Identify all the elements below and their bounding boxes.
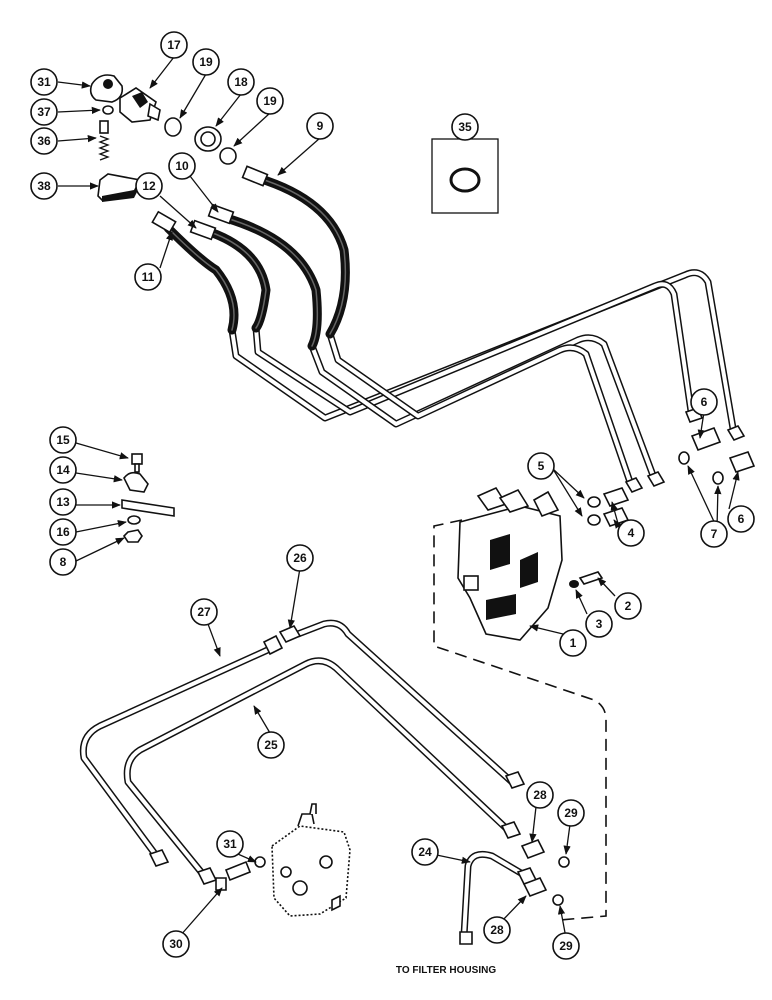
svg-text:6: 6 — [738, 512, 745, 526]
callout-14: 15 — [49, 426, 77, 454]
callout-28b: 28 — [483, 916, 511, 944]
callout-27: 27 — [190, 598, 218, 626]
callout-36: 31 — [30, 68, 58, 96]
callout-6a: 6 — [690, 388, 718, 416]
callout-3: 3 — [585, 610, 613, 638]
svg-text:37: 37 — [37, 105, 51, 119]
callout-17: 17 — [160, 31, 188, 59]
svg-text:28: 28 — [490, 923, 504, 937]
clamp-parts — [121, 453, 175, 543]
svg-text:9: 9 — [317, 119, 324, 133]
svg-text:18: 18 — [234, 75, 248, 89]
svg-text:7: 7 — [711, 527, 718, 541]
svg-text:19: 19 — [263, 94, 277, 108]
seal-kit-box-35 — [431, 138, 499, 214]
svg-text:1: 1 — [570, 636, 577, 650]
svg-text:24: 24 — [418, 845, 432, 859]
dashed-path — [433, 519, 607, 921]
sleeve-36 — [89, 74, 124, 103]
callout-2: 2 — [614, 592, 642, 620]
callout-10: 11 — [134, 263, 162, 291]
callout-4: 4 — [617, 519, 645, 547]
coupler-17 — [119, 87, 161, 123]
callout-19b: 19 — [256, 87, 284, 115]
callout-12: 13 — [49, 488, 77, 516]
svg-text:19: 19 — [199, 55, 213, 69]
svg-text:30: 30 — [169, 937, 183, 951]
callout-15: 16 — [49, 518, 77, 546]
svg-text:16: 16 — [56, 525, 70, 539]
callout-28a: 28 — [526, 781, 554, 809]
filter-housing — [271, 803, 351, 917]
callout-30: 30 — [162, 930, 190, 958]
ring-19a — [164, 117, 182, 137]
svg-text:29: 29 — [559, 939, 573, 953]
spring-37 — [98, 120, 110, 161]
callout-29b: 29 — [552, 932, 580, 960]
callout-5: 5 — [527, 452, 555, 480]
callout-8: 9 — [306, 112, 334, 140]
callout-6b: 6 — [727, 505, 755, 533]
svg-text:26: 26 — [293, 551, 307, 565]
callout-31: 31 — [216, 830, 244, 858]
callout-11: 12 — [135, 172, 163, 200]
svg-text:5: 5 — [538, 459, 545, 473]
svg-text:17: 17 — [167, 38, 181, 52]
lower-tubes — [79, 619, 570, 945]
svg-text:31: 31 — [223, 837, 237, 851]
callout-39: 38 — [30, 172, 58, 200]
svg-text:38: 38 — [37, 179, 51, 193]
callout-16: 8 — [49, 548, 77, 576]
svg-text:4: 4 — [628, 526, 635, 540]
callout-9: 10 — [168, 152, 196, 180]
control-valve — [457, 426, 756, 641]
svg-text:2: 2 — [625, 599, 632, 613]
ring-18 — [194, 126, 222, 152]
svg-text:27: 27 — [197, 605, 211, 619]
svg-text:8: 8 — [60, 555, 67, 569]
callout-25: 25 — [257, 731, 285, 759]
callout-29a: 29 — [557, 799, 585, 827]
svg-text:10: 10 — [175, 159, 189, 173]
svg-text:3: 3 — [596, 617, 603, 631]
callout-1: 1 — [559, 629, 587, 657]
hoses — [151, 165, 350, 351]
callout-35: 35 — [451, 113, 479, 141]
upper-tubes — [228, 269, 746, 493]
svg-text:12: 12 — [142, 179, 156, 193]
svg-text:15: 15 — [56, 433, 70, 447]
svg-text:14: 14 — [56, 463, 70, 477]
latch-39 — [97, 173, 142, 202]
ball-38 — [102, 105, 114, 115]
svg-text:28: 28 — [533, 788, 547, 802]
svg-text:35: 35 — [458, 120, 472, 134]
caption-filter-housing: TO FILTER HOUSING — [396, 965, 496, 976]
callout-18: 18 — [227, 68, 255, 96]
svg-text:11: 11 — [142, 270, 155, 284]
callout-37: 36 — [30, 127, 58, 155]
callouts: 31 37 36 38 17 19 18 19 9 35 10 12 11 6 … — [30, 31, 755, 960]
svg-text:36: 36 — [37, 134, 51, 148]
svg-text:6: 6 — [701, 395, 708, 409]
callout-19a: 19 — [192, 48, 220, 76]
callout-38: 37 — [30, 98, 58, 126]
callout-13: 14 — [49, 456, 77, 484]
callout-24: 24 — [411, 838, 439, 866]
svg-text:29: 29 — [564, 806, 578, 820]
ring-19b — [219, 147, 237, 165]
svg-text:13: 13 — [56, 495, 70, 509]
svg-text:25: 25 — [264, 738, 278, 752]
callout-7: 7 — [700, 520, 728, 548]
callout-26: 26 — [286, 544, 314, 572]
svg-text:31: 31 — [37, 75, 51, 89]
